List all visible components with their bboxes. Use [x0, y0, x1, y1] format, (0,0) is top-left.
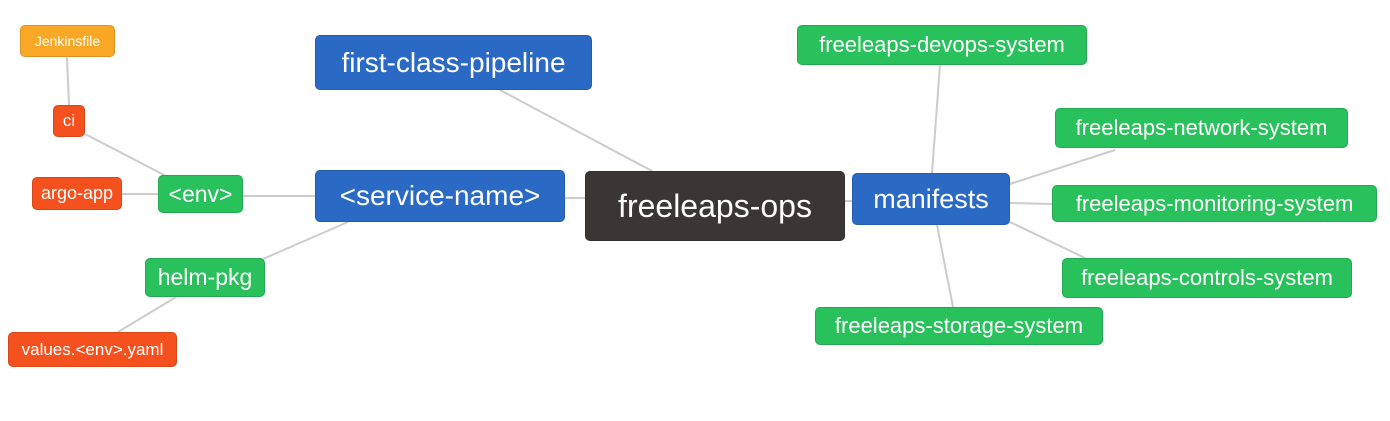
edge-manifests-to-freeleaps-controls-system [1009, 221, 1086, 259]
edge-manifests-to-freeleaps-devops-system [931, 64, 941, 174]
edge-jenkinsfile-to-ci [66, 56, 70, 106]
node-values-env-yaml[interactable]: values.<env>.yaml [8, 332, 177, 367]
node-freeleaps-network-system[interactable]: freeleaps-network-system [1055, 108, 1348, 148]
node-helm-pkg[interactable]: helm-pkg [145, 258, 265, 297]
node-freeleaps-ops[interactable]: freeleaps-ops [585, 171, 845, 241]
node-env[interactable]: <env> [158, 175, 243, 213]
edge-manifests-to-freeleaps-storage-system [936, 224, 954, 308]
edge-manifests-to-freeleaps-monitoring-system [1009, 202, 1053, 205]
node-jenkinsfile[interactable]: Jenkinsfile [20, 25, 115, 57]
node-freeleaps-controls-system[interactable]: freeleaps-controls-system [1062, 258, 1352, 298]
node-freeleaps-storage-system[interactable]: freeleaps-storage-system [815, 307, 1103, 345]
edge-helm-pkg-to-service-name [262, 221, 349, 260]
node-argo-app[interactable]: argo-app [32, 177, 122, 210]
node-service-name[interactable]: <service-name> [315, 170, 565, 222]
edge-first-class-pipeline-to-freeleaps-ops [499, 89, 653, 172]
node-manifests[interactable]: manifests [852, 173, 1010, 225]
node-first-class-pipeline[interactable]: first-class-pipeline [315, 35, 592, 90]
edge-manifests-to-freeleaps-network-system [1009, 149, 1116, 185]
edge-values-env-yaml-to-helm-pkg [117, 296, 177, 333]
edge-ci-to-env [84, 133, 167, 177]
node-ci[interactable]: ci [53, 105, 85, 137]
node-freeleaps-devops-system[interactable]: freeleaps-devops-system [797, 25, 1087, 65]
node-freeleaps-monitoring-system[interactable]: freeleaps-monitoring-system [1052, 185, 1377, 222]
